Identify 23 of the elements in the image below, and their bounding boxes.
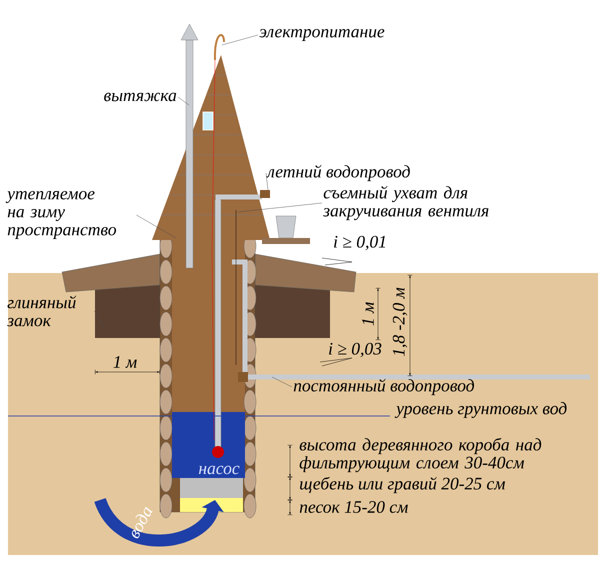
callout-text: постоянный водопровод bbox=[294, 378, 474, 396]
leader-line bbox=[94, 310, 106, 330]
label-text: i ≥ 0,03 bbox=[329, 342, 382, 358]
callout-text: летний водопровод bbox=[266, 164, 410, 182]
leader-line bbox=[136, 214, 176, 238]
label-text: 1 м bbox=[113, 356, 137, 368]
leader-line bbox=[178, 96, 190, 106]
label-text: щебень или гравий 20-25 см bbox=[300, 476, 505, 494]
callout-text: утепляемое на зиму пространство bbox=[6, 191, 116, 239]
label-text: 1 м bbox=[362, 302, 374, 326]
label-text: уровень грунтовых вод bbox=[394, 402, 567, 418]
label-text: насос bbox=[198, 466, 240, 474]
callout-text: глиняный замок bbox=[6, 296, 76, 326]
label-text: вода bbox=[132, 506, 153, 538]
leader-line bbox=[222, 34, 258, 46]
label-text: песок 15-20 см bbox=[300, 501, 408, 513]
label-text: i ≥ 0,01 bbox=[334, 236, 386, 250]
leader-line bbox=[272, 376, 292, 388]
callout-text: электропитание bbox=[259, 29, 384, 41]
leader-line bbox=[266, 172, 268, 190]
callout-text: вытяжка bbox=[104, 92, 176, 102]
leader-line bbox=[238, 202, 322, 212]
label-text: 1,8 -2,0 м bbox=[392, 288, 408, 356]
